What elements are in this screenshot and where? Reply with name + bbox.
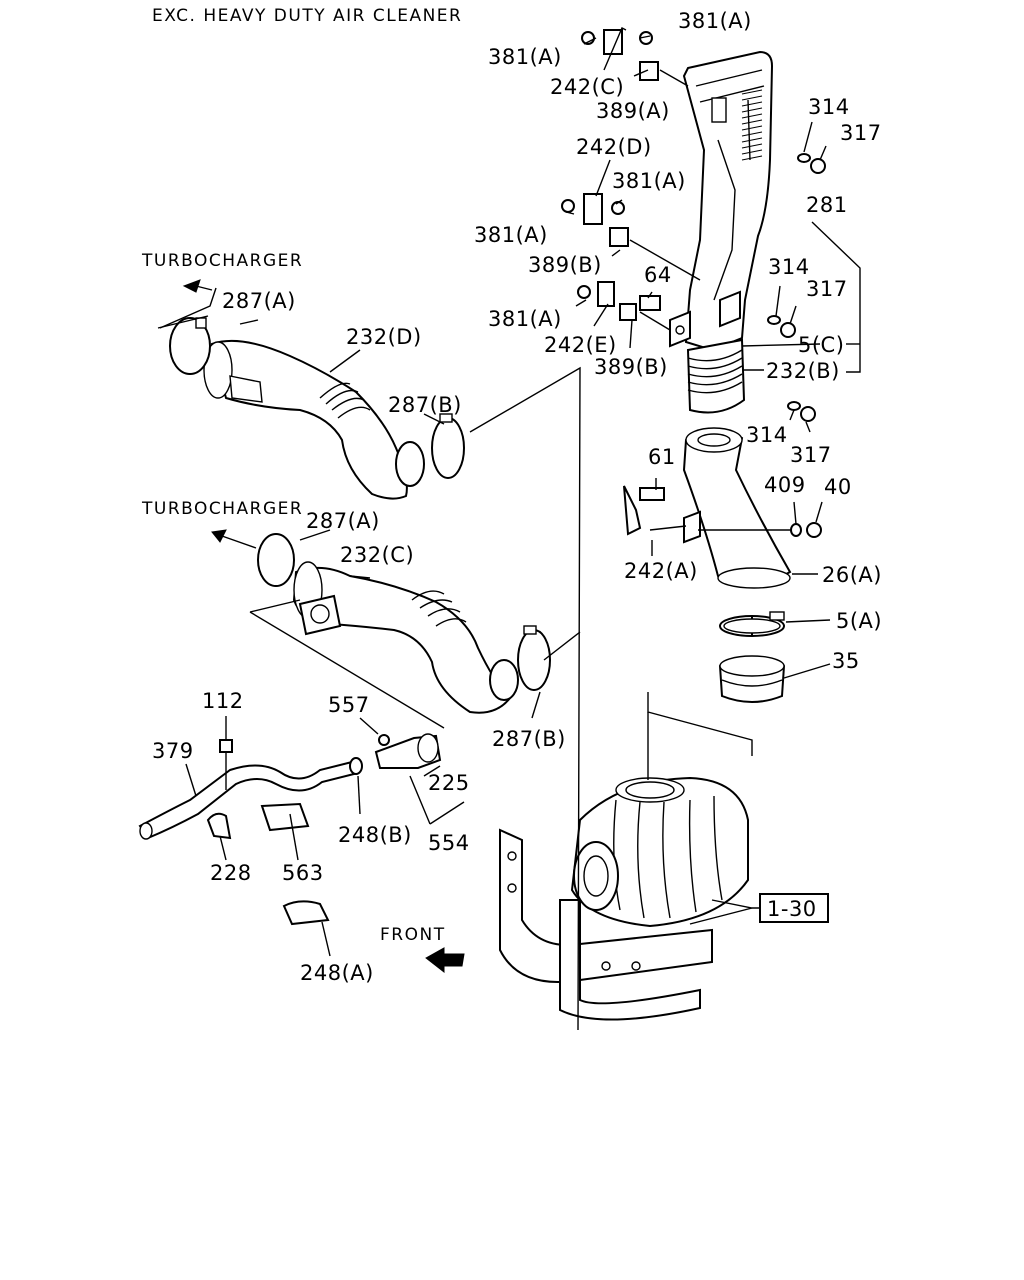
label-557: 557: [328, 693, 370, 717]
bolt-64: [639, 295, 661, 311]
label-287a-lower: 287(A): [306, 509, 380, 533]
turbocharger-upper-label: TURBOCHARGER: [141, 251, 303, 271]
ring-35: [718, 655, 786, 703]
label-287b-lower: 287(B): [492, 727, 566, 751]
bracket-242e: [597, 281, 615, 307]
nut-317-low: [800, 406, 816, 422]
clip-248b: [349, 757, 363, 775]
mount-389b-upper: [609, 227, 629, 247]
reference-box-label: 1-30: [767, 897, 817, 921]
label-314-top: 314: [808, 95, 850, 119]
valve-225: [374, 733, 442, 769]
label-317-top: 317: [840, 121, 882, 145]
label-287a-upper: 287(A): [222, 289, 296, 313]
label-225: 225: [428, 771, 470, 795]
clamp-287b-lower: [517, 625, 551, 691]
bolt-61: [639, 487, 665, 501]
label-242a: 242(A): [624, 559, 698, 583]
mount-389b-lower: [619, 303, 637, 321]
label-232d: 232(D): [346, 325, 422, 349]
hose-232c: [257, 533, 519, 714]
label-232b: 232(B): [766, 359, 840, 383]
washer-314-top: [797, 153, 811, 163]
label-242e: 242(E): [544, 333, 617, 357]
bracket-242a: [623, 485, 642, 536]
label-5a: 5(A): [836, 609, 882, 633]
washer-314-mid: [767, 315, 781, 325]
mount-389a: [639, 61, 659, 81]
label-409: 409: [764, 473, 806, 497]
leader-lines: [157, 27, 861, 1031]
label-381a-top-left: 381(A): [488, 45, 562, 69]
label-248b: 248(B): [338, 823, 412, 847]
turbocharger-lower-arrow: [211, 529, 257, 549]
bracket-242c: [603, 29, 623, 55]
breather-hose-379: [138, 760, 356, 840]
front-arrow-icon: [425, 947, 465, 974]
label-242d: 242(D): [576, 135, 652, 159]
label-381a-mid-left: 381(A): [474, 223, 548, 247]
clip-563: [260, 802, 310, 832]
label-228: 228: [210, 861, 252, 885]
washer-314-low: [787, 401, 801, 411]
label-5c: 5(C): [798, 333, 844, 357]
label-389b-upper: 389(B): [528, 253, 602, 277]
clip-248a: [282, 900, 330, 926]
label-317-mid: 317: [806, 277, 848, 301]
clamp-287b-upper: [431, 413, 465, 479]
bracket-242d: [583, 193, 603, 225]
label-64: 64: [644, 263, 672, 287]
elbow-26a: [682, 427, 792, 589]
clamp-5a: [719, 611, 785, 637]
label-61: 61: [648, 445, 676, 469]
label-248a: 248(A): [300, 961, 374, 985]
label-26a: 26(A): [822, 563, 882, 587]
label-112: 112: [202, 689, 244, 713]
turbocharger-lower-label: TURBOCHARGER: [141, 499, 303, 519]
bellows-232b: [686, 338, 746, 414]
diagram-title: EXC. HEAVY DUTY AIR CLEANER: [152, 6, 462, 26]
reference-box: 1-30: [759, 893, 829, 923]
label-287b-upper: 287(B): [388, 393, 462, 417]
nut-381a-low: [577, 285, 591, 299]
nut-40: [806, 522, 822, 538]
label-381a-low: 381(A): [488, 307, 562, 331]
label-232c: 232(C): [340, 543, 414, 567]
label-563: 563: [282, 861, 324, 885]
label-317-low: 317: [790, 443, 832, 467]
bolt-112: [219, 739, 233, 790]
label-35: 35: [832, 649, 860, 673]
label-381a-mid-right: 381(A): [612, 169, 686, 193]
intake-duct-281: [669, 50, 774, 352]
nut-317-mid: [780, 322, 796, 338]
label-389a: 389(A): [596, 99, 670, 123]
nut-317-top: [810, 158, 826, 174]
label-40: 40: [824, 475, 852, 499]
label-314-mid: 314: [768, 255, 810, 279]
label-281: 281: [806, 193, 848, 217]
nut-381a-mid-right: [611, 201, 625, 215]
label-381a-top-right: 381(A): [678, 9, 752, 33]
label-379: 379: [152, 739, 194, 763]
clamp-287a-upper: [169, 317, 211, 375]
nut-381a-mid-left: [561, 199, 575, 213]
label-314-low: 314: [746, 423, 788, 447]
turbocharger-upper-arrow: [182, 279, 213, 293]
air-cleaner-assembly: [499, 776, 749, 1021]
clip-228: [206, 812, 232, 840]
front-label: FRONT: [380, 925, 446, 945]
label-242c: 242(C): [550, 75, 624, 99]
washer-409: [790, 523, 802, 537]
label-389b-lower: 389(B): [594, 355, 668, 379]
label-554: 554: [428, 831, 470, 855]
bolt-557: [378, 734, 390, 746]
